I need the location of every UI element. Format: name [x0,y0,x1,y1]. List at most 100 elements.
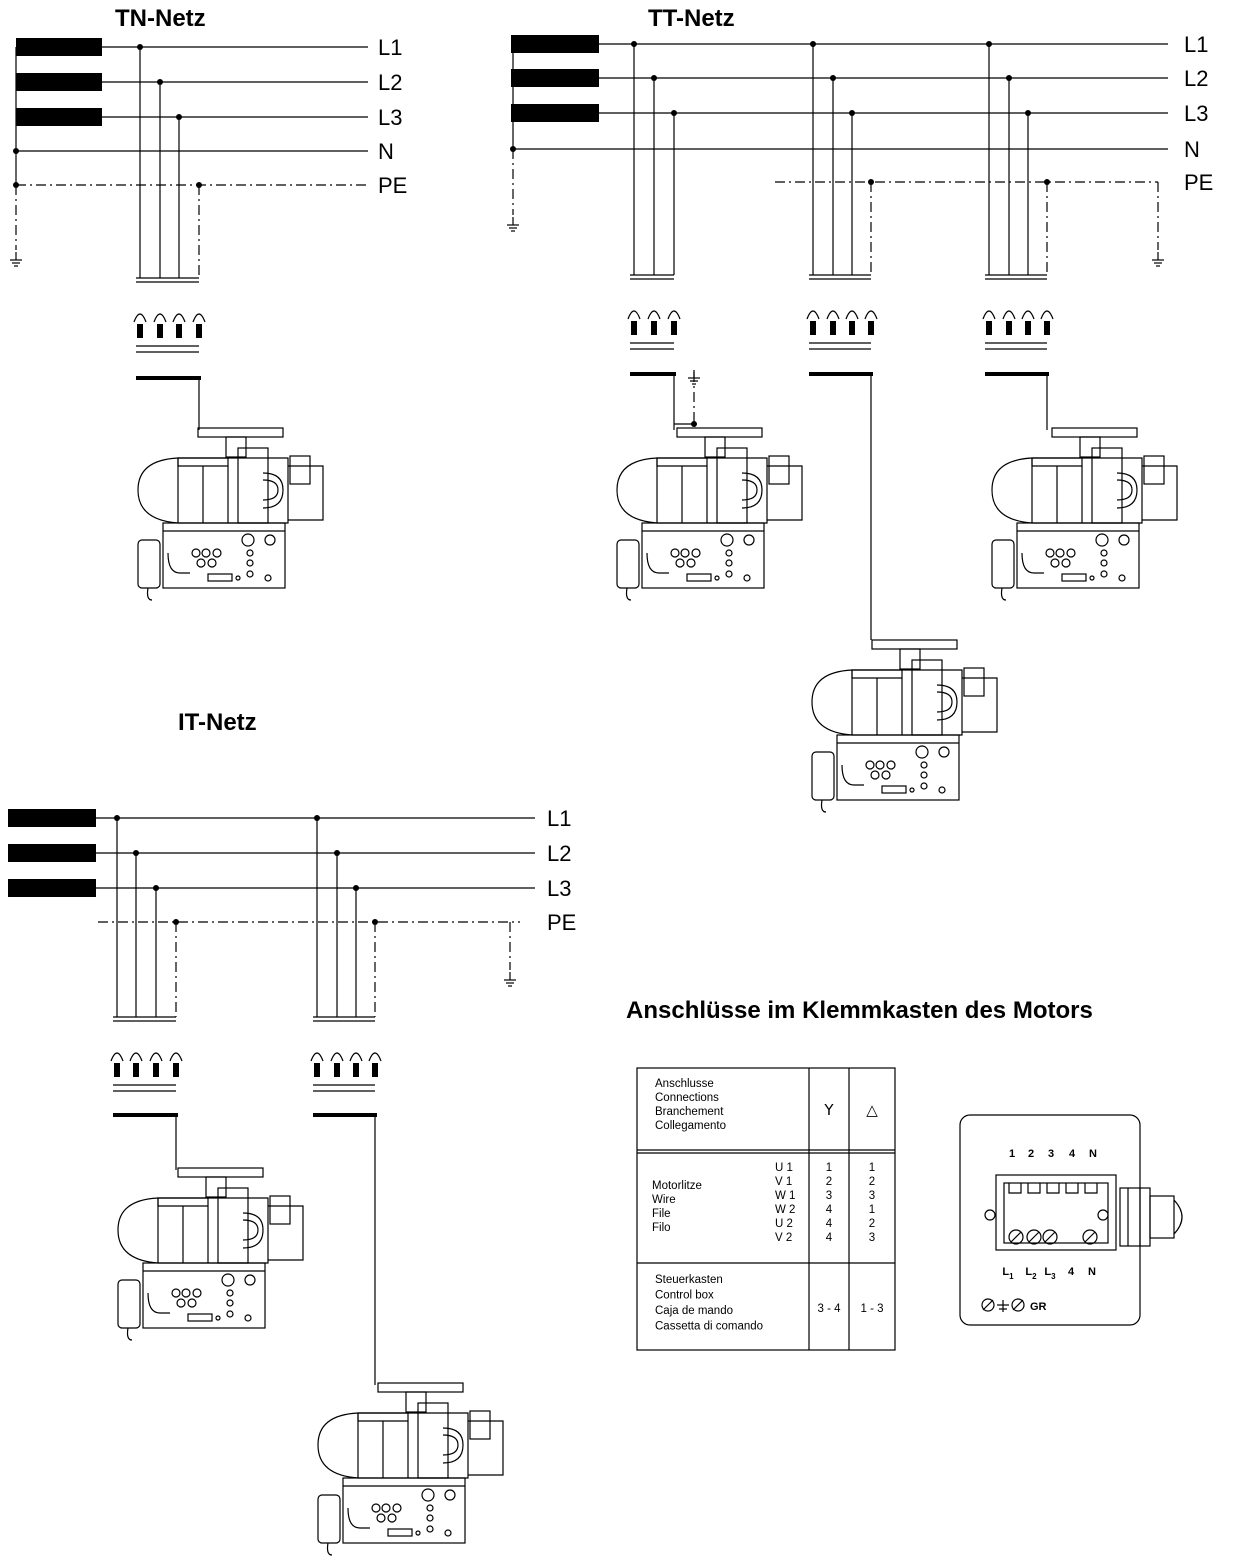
delta-symbol: △ [866,1101,878,1119]
junction-dot [691,421,697,427]
terminal-number: 1 [1009,1148,1015,1160]
plug-pin [982,310,996,320]
plug-base [630,372,676,376]
star-value: 2 [826,1176,832,1188]
plug-pin-body [372,1063,378,1077]
terminal-screw-slot [1028,1231,1040,1243]
delta-value: 3 [869,1232,875,1244]
plug-connector [133,277,206,380]
plug-pin [845,310,859,320]
plug-pin [192,313,206,323]
it-line-label: PE [547,910,576,935]
wire-label: File [652,1208,671,1220]
plug-pin [310,1052,324,1062]
terminal-clamp [1046,1183,1060,1194]
terminal-name: V 2 [775,1232,792,1244]
plug-base [985,372,1049,376]
plug-base [136,376,201,380]
plug-pin-body [849,321,855,335]
tn-line-label: N [378,139,394,164]
terminal-screw-slot [1010,1231,1022,1243]
tn-line-label: PE [378,173,407,198]
delta-value: 2 [869,1218,875,1230]
tt-line-label: PE [1184,170,1213,195]
plug-pin [153,313,167,323]
plug-pin-body [651,321,657,335]
tn-line-label: L1 [378,35,402,60]
plug-pin [826,310,840,320]
ground-screw-slot [1012,1299,1024,1311]
motor-unit [317,1382,504,1556]
plug-pin [172,313,186,323]
terminal-name: W 2 [775,1204,795,1216]
plug-pin-body [196,324,202,338]
cable-gland [1119,1187,1151,1247]
delta-value: 1 [869,1162,875,1174]
delta-value: 3 [869,1190,875,1202]
plug-pin [1021,310,1035,320]
star-value: 4 [826,1232,833,1244]
control-box-label: Caja de mando [655,1305,733,1317]
connection-table: AnschlusseConnectionsBranchementCollegam… [636,1067,896,1351]
mounting-hole [1097,1209,1109,1221]
tn-line-label: L3 [378,105,402,130]
plug-pin [806,310,820,320]
terminal-clamp [1065,1183,1079,1194]
terminal-name: U 1 [775,1162,793,1174]
terminal-line-label: N [1088,1266,1096,1278]
terminal-subscript: 2 [1032,1272,1037,1281]
ground-screw-slot [982,1299,994,1311]
cable-gland [1173,1199,1183,1235]
plug-connector [627,274,681,376]
wire-label: Wire [652,1194,676,1206]
plug-pin [627,310,641,320]
ground-symbol [507,217,519,232]
plug-pin [349,1052,363,1062]
terminal-number: N [1089,1148,1097,1160]
terminal-clamp [1084,1183,1098,1194]
table-header-label: Connections [655,1092,719,1104]
terminal-screw [1082,1229,1098,1245]
junction-dot [13,148,19,154]
terminal-number: 3 [1048,1148,1054,1160]
plug-pin-body [137,324,143,338]
tt-title: TT-Netz [648,5,735,32]
plug-base [113,1113,178,1117]
plug-pin [169,1052,183,1062]
terminal-name: V 1 [775,1176,792,1188]
ground-symbol [1152,252,1164,267]
ground-label: GR [1030,1301,1047,1313]
terminal-subscript: 1 [1009,1272,1014,1281]
ground-symbol [504,972,516,987]
control-delta-value: 1 - 3 [860,1303,883,1315]
star-value: 4 [826,1218,833,1230]
motor-unit [137,427,324,601]
terminal-section: Anschlüsse im Klemmkasten des MotorsAnsc… [626,997,1183,1351]
terminal-line-label: L3 [1044,1266,1056,1281]
terminal-name: W 1 [775,1190,795,1202]
table-border [636,1067,896,1351]
star-value: 4 [826,1204,833,1216]
terminal-line-label: L1 [1002,1266,1014,1281]
it-line-label: L3 [547,876,571,901]
plug-pin-body [114,1063,120,1077]
terminal-number: 4 [1069,1148,1076,1160]
terminal-title: Anschlüsse im Klemmkasten des Motors [626,997,1093,1024]
motor-unit [991,427,1178,601]
tt-line-label: L3 [1184,101,1208,126]
plug-connector [806,274,878,376]
junction-dot [13,182,19,188]
star-value: 3 [826,1190,832,1202]
table-header-label: Anschlusse [655,1078,714,1090]
plug-pin [149,1052,163,1062]
plug-connector [310,1016,382,1117]
plug-pin [1002,310,1016,320]
junction-dot [510,146,516,152]
star-value: 1 [826,1162,832,1174]
plug-pin-body [986,321,992,335]
ground-screw [1011,1298,1025,1312]
cable-gland [1149,1195,1175,1239]
